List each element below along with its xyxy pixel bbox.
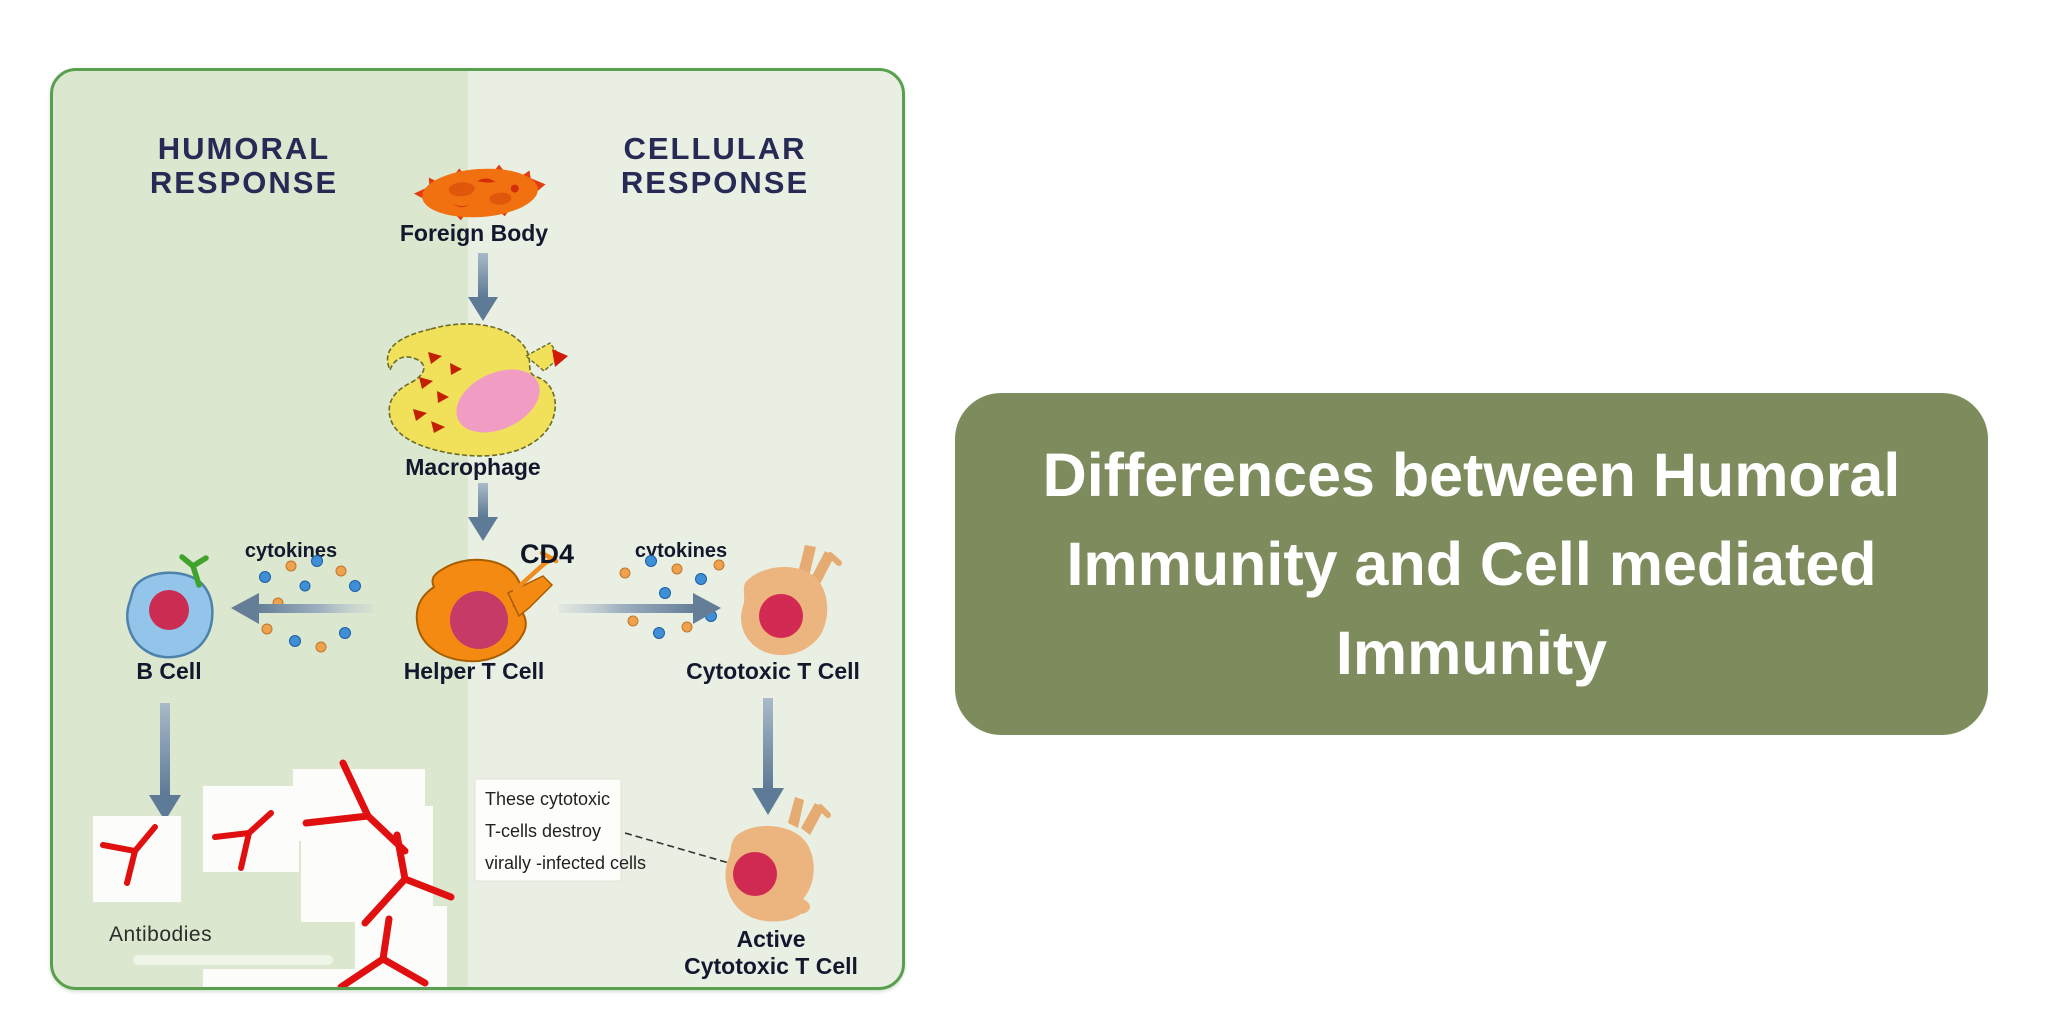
active-cytotoxic-t-cell-icon (725, 797, 831, 922)
cellular-header-line2: RESPONSE (621, 165, 809, 200)
note-line1: These cytotoxic (485, 789, 610, 809)
cellular-header-line1: CELLULAR (623, 131, 806, 166)
cytokines-left-dots (259, 555, 361, 653)
b-cell-label: B Cell (136, 658, 201, 684)
foreign-body-label: Foreign Body (400, 220, 548, 246)
cytotoxic-note-box: These cytotoxic T-cells destroy virally … (474, 778, 646, 882)
note-pointer-line (624, 832, 730, 864)
watermark-smudge (133, 955, 333, 965)
title-line-2: Immunity and Cell mediated (1066, 529, 1877, 598)
note-line3: virally -infected cells (485, 853, 646, 873)
cd4-label: CD4 (520, 539, 574, 569)
immune-response-diagram-panel: HUMORAL RESPONSE CELLULAR RESPONSE (50, 68, 905, 990)
humoral-header-line1: HUMORAL (158, 131, 330, 166)
arrow-left-to-b-cell-icon (231, 593, 373, 624)
active-label-line2: Cytotoxic T Cell (684, 953, 858, 979)
macrophage-icon (386, 323, 568, 457)
antibodies-icon (93, 759, 455, 987)
arrow-down-to-macrophage-icon (468, 253, 498, 321)
arrow-right-to-cytotoxic-icon (559, 593, 721, 624)
note-line2: T-cells destroy (485, 821, 601, 841)
macrophage-label: Macrophage (405, 454, 540, 480)
foreign-body-icon (413, 164, 546, 221)
title-line-1: Differences between Humoral (1042, 440, 1901, 509)
title-card: Differences between Humoral Immunity and… (955, 393, 1988, 735)
cytokines-right-dots (619, 555, 725, 639)
cytotoxic-t-cell-icon (741, 545, 842, 656)
immune-response-diagram: HUMORAL RESPONSE CELLULAR RESPONSE (93, 131, 860, 987)
cytokines-left-label: cytokines (245, 540, 337, 562)
antibodies-label: Antibodies (109, 923, 212, 946)
helper-t-cell-icon (415, 550, 559, 663)
arrow-down-to-active-icon (752, 698, 784, 815)
arrow-down-to-antibodies-icon (149, 703, 181, 821)
helper-t-cell-label: Helper T Cell (404, 658, 545, 684)
humoral-header-line2: RESPONSE (150, 165, 338, 200)
arrow-down-to-helper-t-icon (468, 483, 498, 541)
cytokines-right-label: cytokines (635, 540, 727, 562)
active-label-line1: Active (736, 926, 805, 952)
b-cell-icon (126, 554, 214, 659)
cytotoxic-t-cell-label: Cytotoxic T Cell (686, 658, 860, 684)
title-line-3: Immunity (1335, 618, 1608, 687)
